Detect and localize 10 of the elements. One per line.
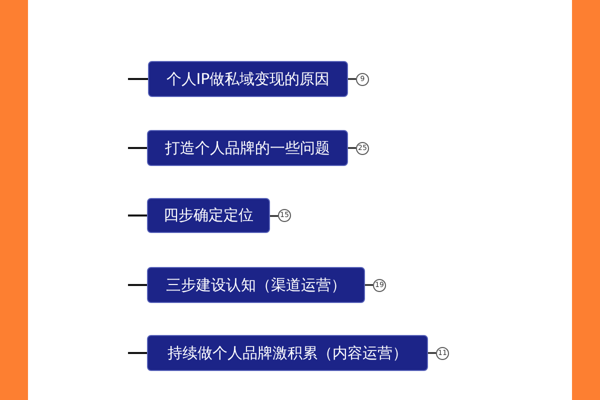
topic-box: 持续做个人品牌激积累（内容运营） xyxy=(147,335,428,371)
topic-box: 四步确定定位 xyxy=(147,198,270,233)
connector-line xyxy=(128,284,147,286)
connector-line xyxy=(128,78,148,80)
topic-box: 三步建设认知（渠道运营） xyxy=(147,267,365,303)
topic-box: 打造个人品牌的一些问题 xyxy=(147,130,348,166)
connector-line xyxy=(128,352,147,354)
topic-box: 个人IP做私域变现的原因 xyxy=(148,61,348,97)
connector-line xyxy=(128,147,147,149)
connector-line xyxy=(128,214,147,216)
